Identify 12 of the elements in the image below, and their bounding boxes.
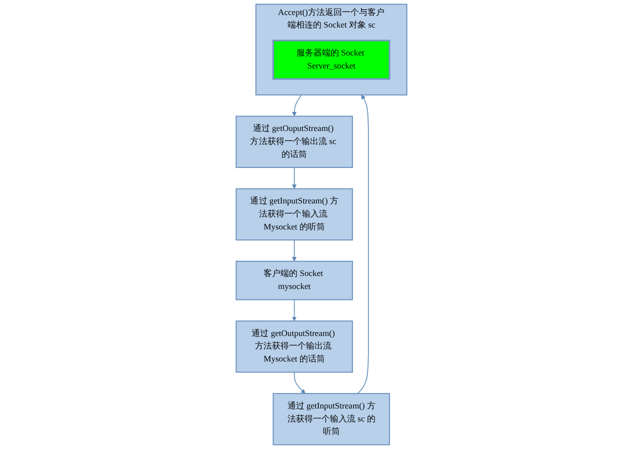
arrow: [294, 372, 306, 394]
node-box: 通过 getOuputStream() 方法获得一个输出流 sc 的话筒: [236, 116, 353, 168]
arrow: [292, 240, 297, 262]
node-box: 通过 getOutputStream() 方法获得一个输出流 Mysocket 的话筒: [236, 320, 353, 373]
node-box: 通过 getInputStream() 方法获得一个输入流 Mysocket 的听筒: [236, 188, 353, 240]
arrow: [292, 299, 297, 322]
node-box: 服务器端的 Socket Server_socket: [272, 40, 390, 80]
arrow: [292, 167, 297, 189]
arrow: [292, 94, 302, 116]
node-box: 客户端的 Socket mysocket: [236, 260, 353, 300]
node-box: 通过 getInputStream() 方法获得一个输入流 sc 的听筒: [272, 393, 390, 446]
arrow: [357, 94, 369, 394]
